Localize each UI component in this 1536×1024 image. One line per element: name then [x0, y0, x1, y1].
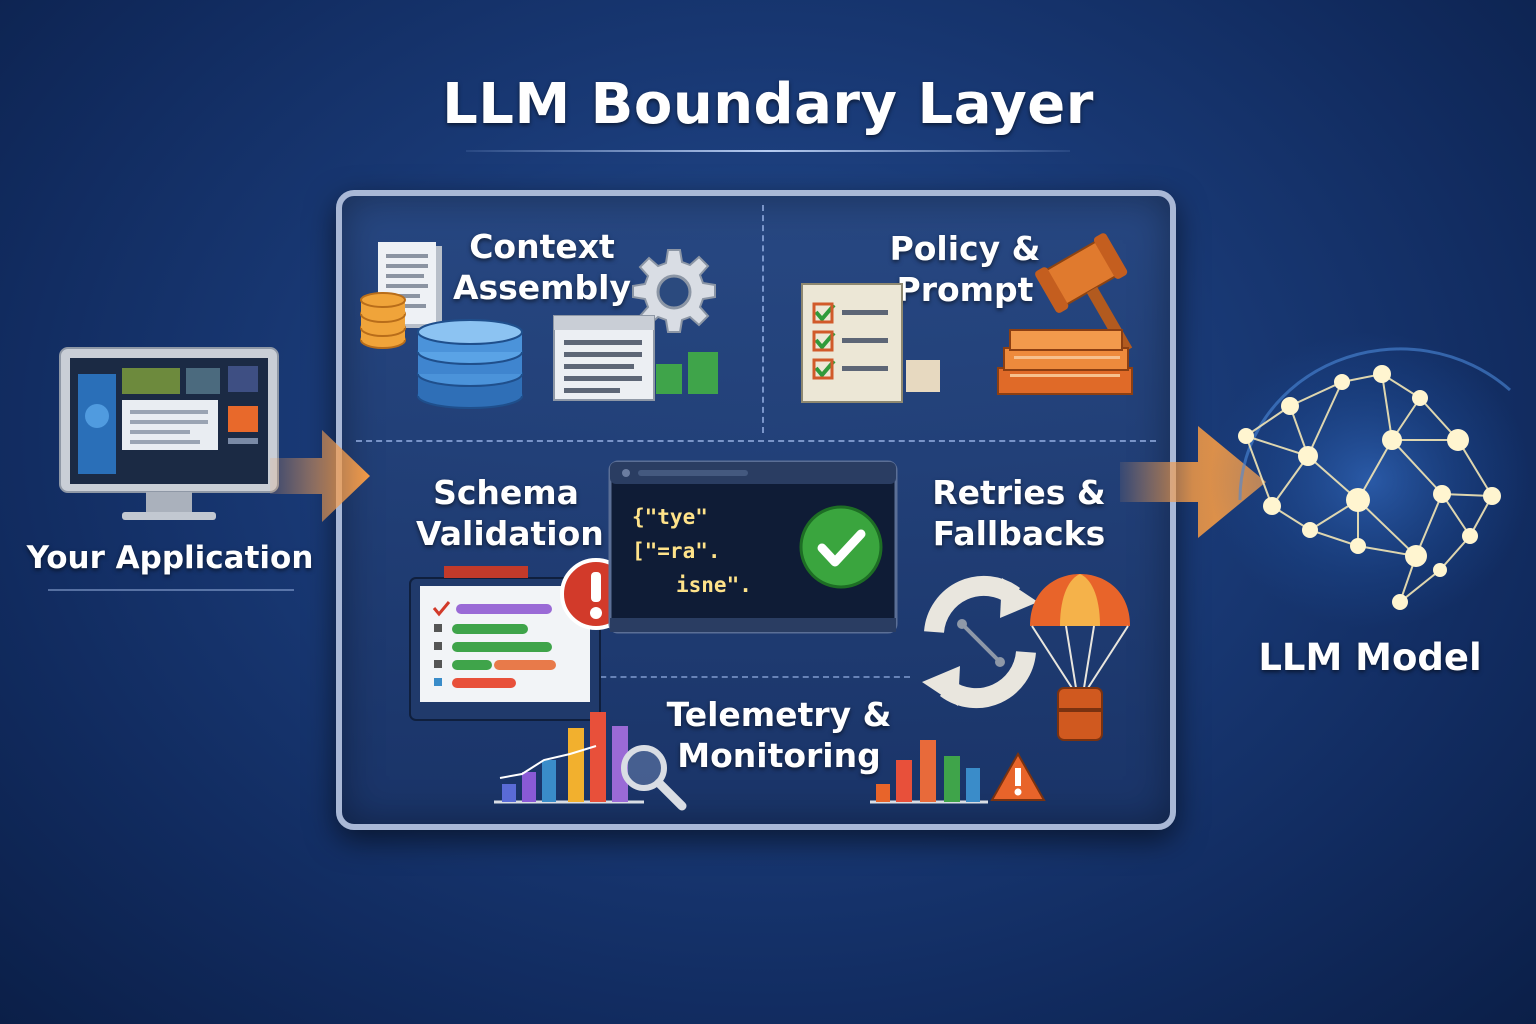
- monitoring-bars-icon: [870, 740, 988, 804]
- context-title-line1: Context: [469, 227, 615, 266]
- cycle-arrows-icon: [922, 575, 1038, 709]
- llm-model-label: LLM Model: [1258, 636, 1482, 679]
- telemetry-monitoring-title: Telemetry & Monitoring: [664, 694, 894, 776]
- retries-title-line2: Fallbacks: [932, 514, 1106, 553]
- your-application-underline: [48, 589, 294, 591]
- policy-prompt-title: Policy & Prompt: [880, 228, 1050, 310]
- mini-bars-icon: [656, 352, 718, 394]
- policy-title-line2: Prompt: [896, 270, 1034, 309]
- code-line-3: isne".: [676, 573, 752, 597]
- arrow-app-to-layer: [270, 430, 370, 522]
- policy-title-line1: Policy &: [889, 229, 1041, 268]
- your-application-label: Your Application: [26, 540, 314, 576]
- small-card-icon: [906, 360, 940, 392]
- code-window-icon: [608, 460, 898, 634]
- schema-title-line2: Validation: [416, 514, 604, 553]
- gavel-icon: [1035, 233, 1133, 354]
- book-stack-icon: [997, 329, 1133, 395]
- coin-stack-icon: [360, 292, 406, 349]
- magnifier-icon: [621, 745, 687, 811]
- code-line-2: ["=ra".: [632, 539, 721, 563]
- check-badge-icon: [799, 505, 883, 589]
- database-icon: [417, 319, 523, 409]
- monitor-icon: [59, 347, 279, 520]
- quadrant-divider-horizontal: [356, 440, 1156, 442]
- quadrant-divider-vertical: [762, 205, 764, 433]
- context-title-line2: Assembly: [452, 268, 632, 307]
- parachute-icon: [1030, 574, 1130, 741]
- schema-title-line1: Schema: [433, 473, 579, 512]
- brain-network-icon: [1210, 332, 1530, 628]
- context-assembly-title: Context Assembly: [452, 226, 632, 308]
- retries-fallbacks-title: Retries & Fallbacks: [924, 472, 1114, 554]
- retries-title-line1: Retries &: [932, 473, 1106, 512]
- validation-form-icon: [409, 566, 601, 721]
- telemetry-title-line2: Monitoring: [677, 736, 881, 775]
- schema-validation-title: Schema Validation: [416, 472, 604, 554]
- gear-icon: [632, 249, 716, 333]
- code-snippet: {"tye" ["=ra". isne".: [632, 500, 752, 602]
- warning-icon: [990, 751, 1046, 801]
- code-line-1: {"tye": [632, 505, 708, 529]
- title-underline: [466, 150, 1070, 152]
- telemetry-title-line1: Telemetry &: [666, 695, 892, 734]
- bar-chart-icon: [494, 712, 644, 804]
- checklist-icon: [801, 283, 903, 403]
- diagram-title: LLM Boundary Layer: [442, 72, 1094, 137]
- telemetry-divider: [580, 676, 910, 678]
- document-preview-icon: [553, 315, 655, 401]
